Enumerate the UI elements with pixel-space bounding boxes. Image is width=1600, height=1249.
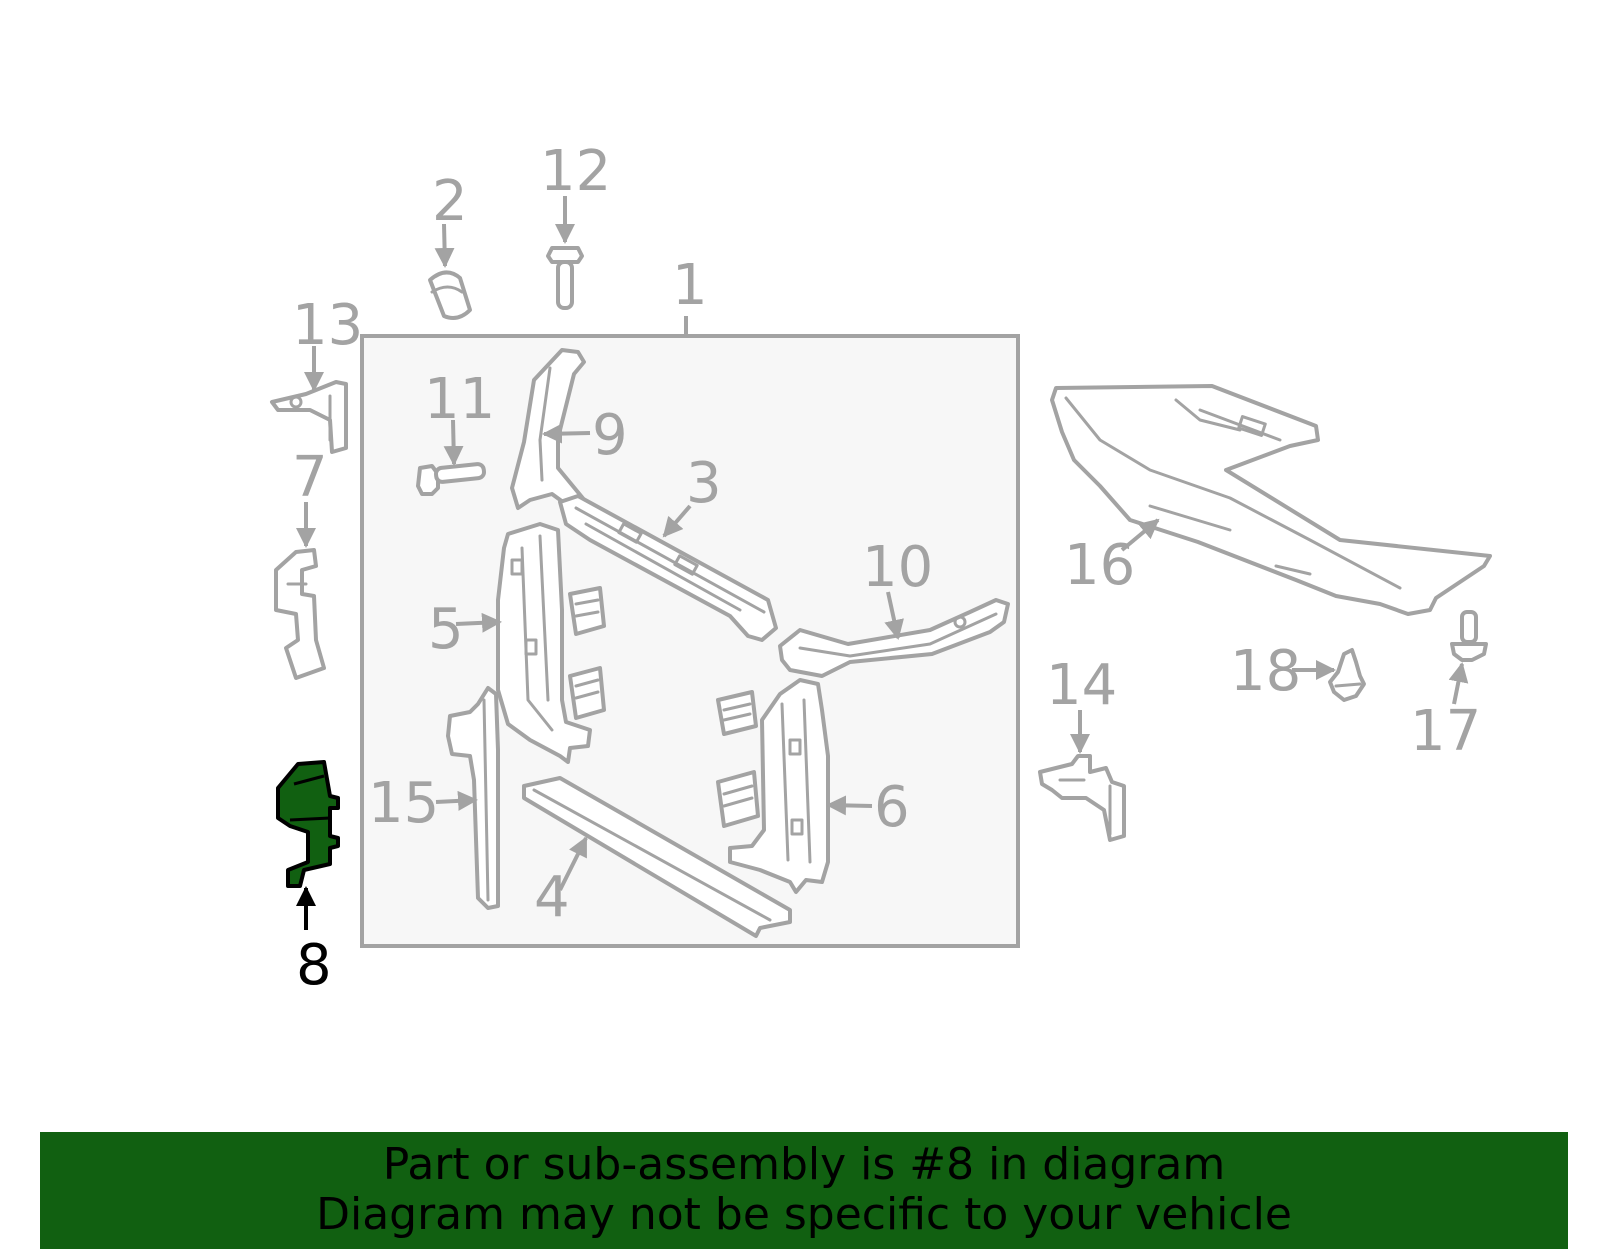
part-13-shape[interactable]	[270, 380, 348, 454]
clip-left-upper	[568, 586, 606, 636]
part-6-shape[interactable]	[728, 678, 830, 894]
info-banner: Part or sub-assembly is #8 in diagram Di…	[40, 1132, 1568, 1249]
callout-12: 12	[540, 139, 611, 204]
part-3-shape[interactable]	[558, 494, 778, 642]
callout-7: 7	[292, 445, 328, 510]
callout-1: 1	[672, 253, 708, 318]
part-4-shape[interactable]	[522, 776, 792, 938]
callout-14: 14	[1046, 653, 1117, 718]
part-11-shape[interactable]	[416, 462, 487, 496]
callout-11: 11	[424, 367, 495, 432]
banner-line-2: Diagram may not be specific to your vehi…	[316, 1189, 1292, 1240]
callout-3: 3	[686, 451, 722, 516]
callout-5: 5	[428, 597, 464, 662]
clip-right-lower	[716, 770, 760, 828]
callout-2: 2	[432, 169, 468, 234]
callout-17: 17	[1410, 699, 1481, 764]
callout-18: 18	[1230, 639, 1301, 704]
part-17-shape[interactable]	[1450, 610, 1488, 662]
clip-right-upper	[716, 690, 758, 736]
part-14-shape[interactable]	[1038, 754, 1126, 842]
callout-6: 6	[874, 775, 910, 840]
part-8-shape[interactable]	[276, 760, 340, 888]
part-18-shape[interactable]	[1328, 648, 1366, 702]
part-2-shape[interactable]	[428, 270, 472, 320]
callout-8: 8	[296, 933, 332, 998]
callout-10: 10	[862, 535, 933, 600]
part-12-shape[interactable]	[546, 246, 584, 310]
clip-left-lower	[568, 666, 606, 720]
callout-15: 15	[368, 771, 439, 836]
banner-line-1: Part or sub-assembly is #8 in diagram	[382, 1139, 1226, 1190]
part-16-shape[interactable]	[1050, 384, 1492, 616]
callout-9: 9	[592, 403, 628, 468]
part-5-shape[interactable]	[496, 522, 592, 764]
part-15-shape[interactable]	[446, 686, 500, 910]
part-7-shape[interactable]	[274, 548, 326, 680]
callout-16: 16	[1064, 533, 1135, 598]
callout-13: 13	[292, 293, 363, 358]
callout-4: 4	[534, 865, 570, 930]
